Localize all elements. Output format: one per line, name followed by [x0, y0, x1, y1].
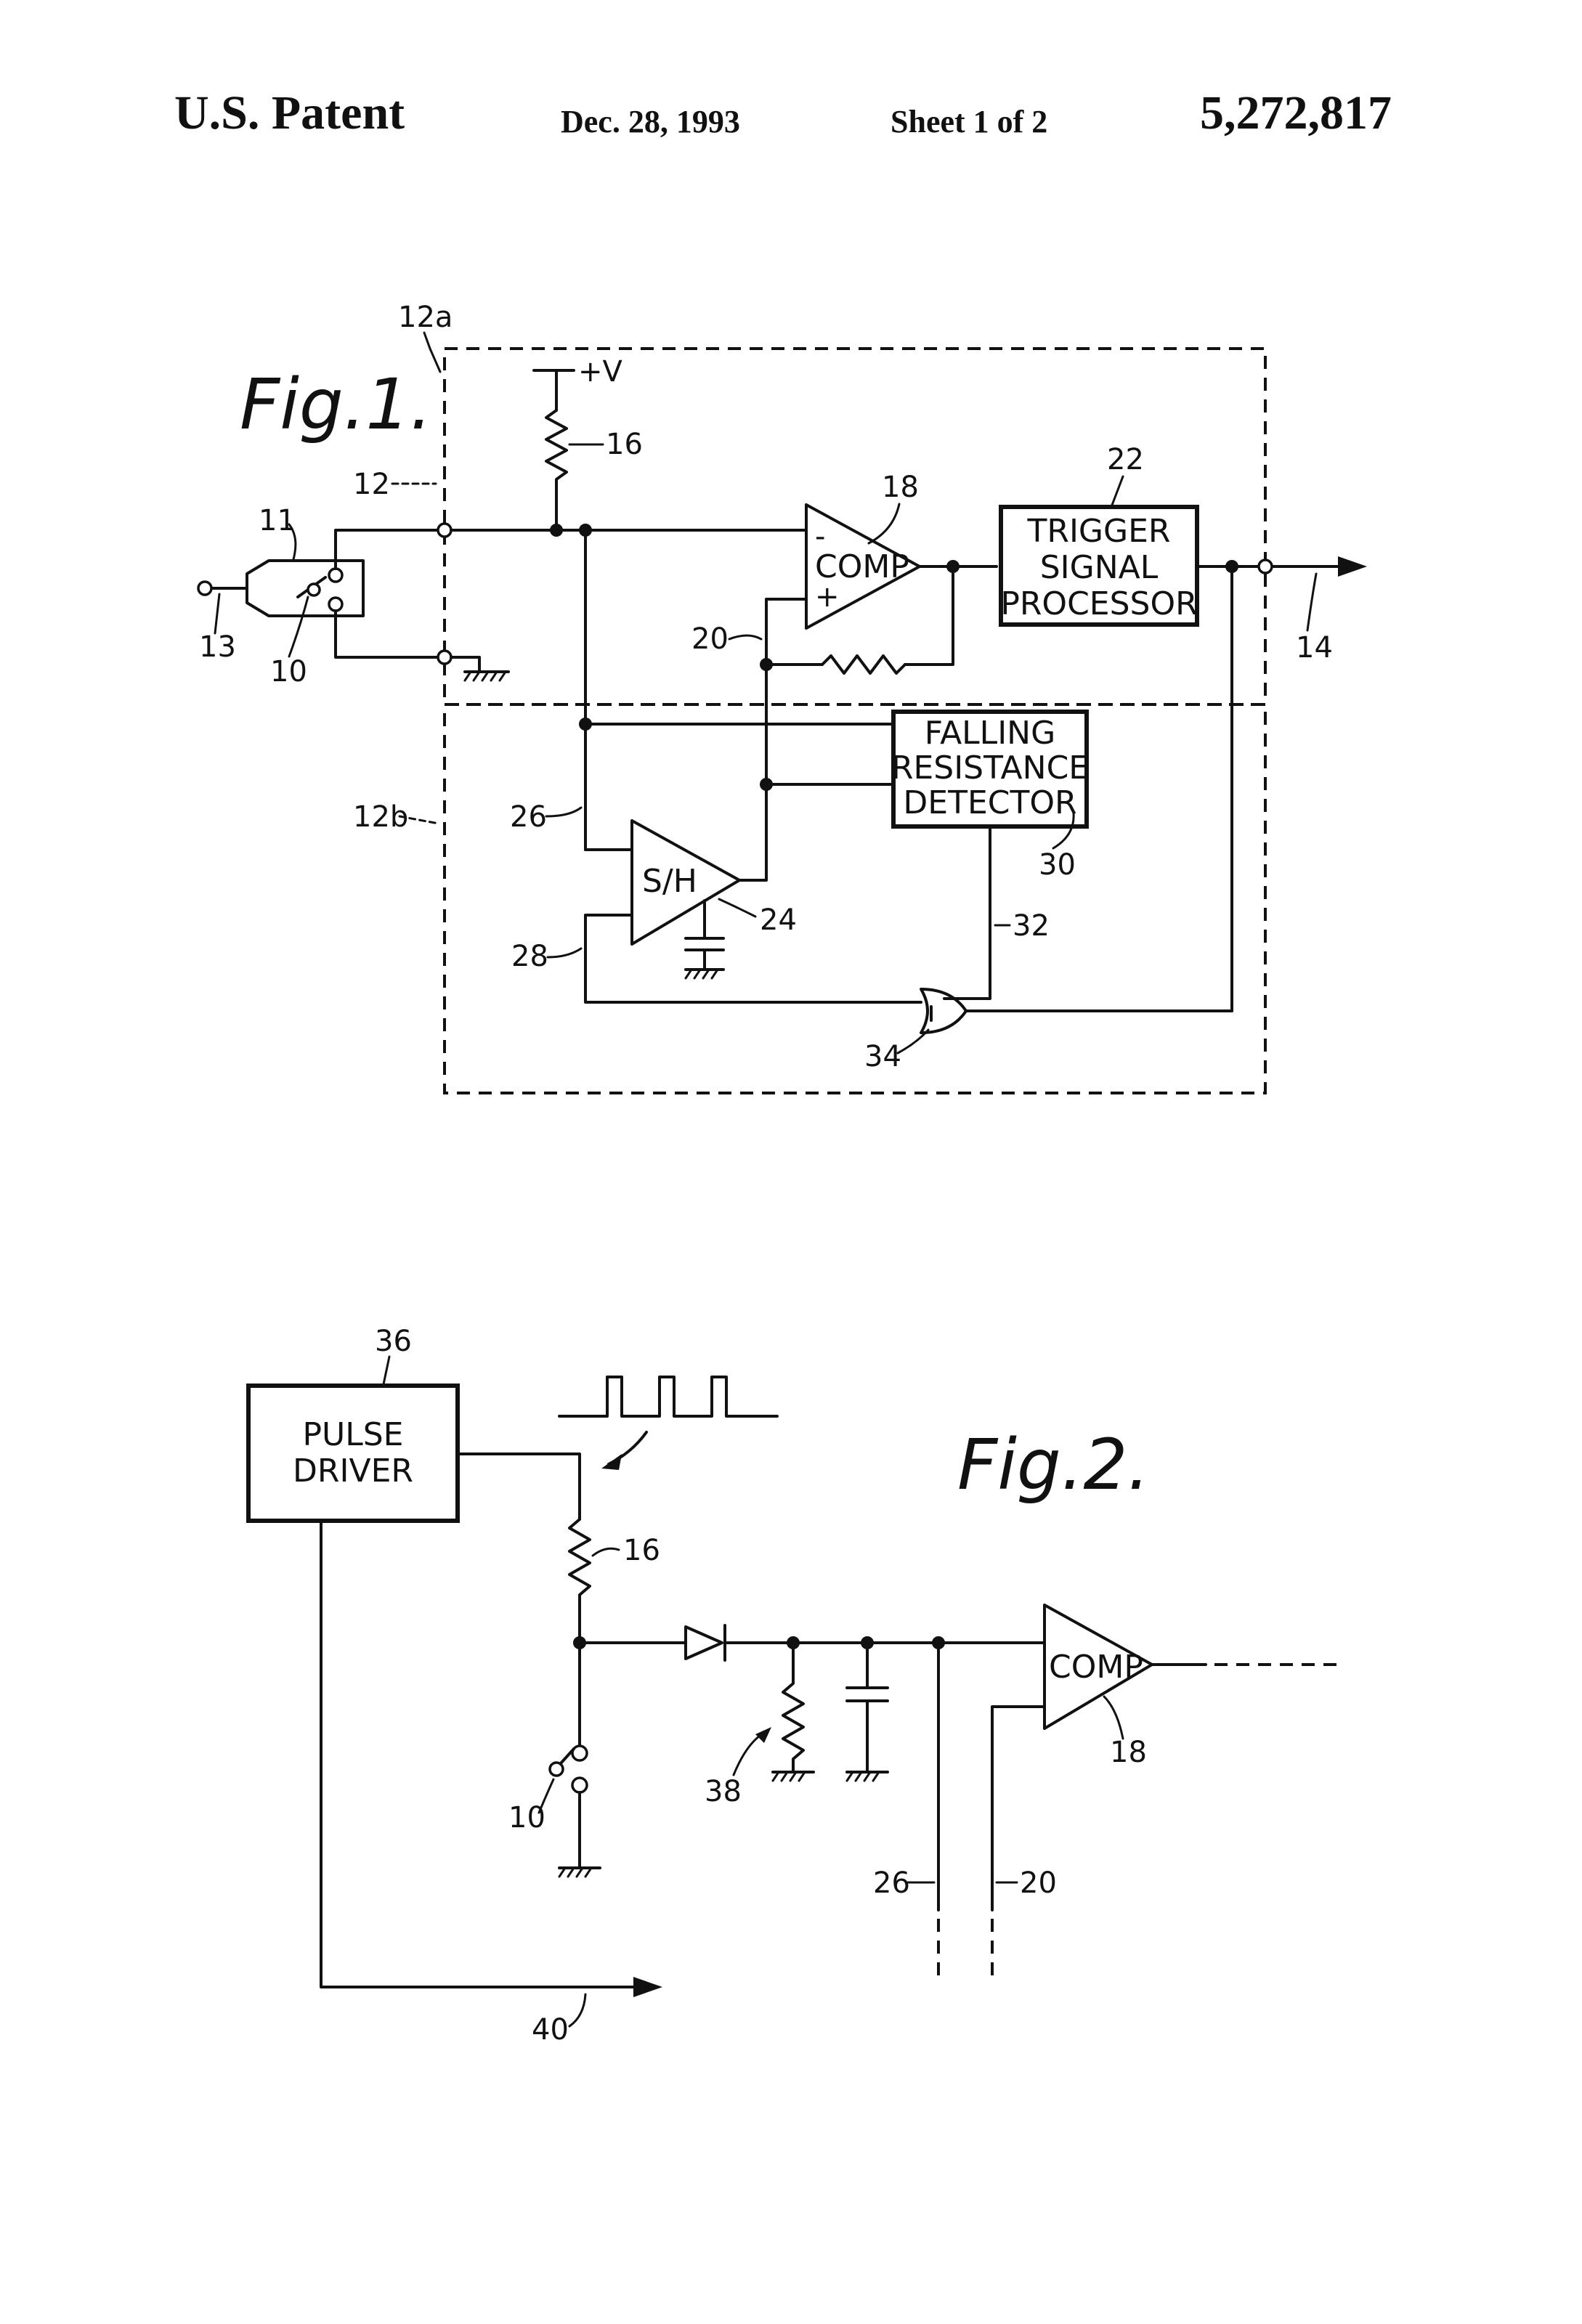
- comp-label: COMP: [815, 548, 909, 585]
- terminal-bottom: [437, 649, 453, 665]
- ref-11: 11: [259, 504, 296, 537]
- ground-symbol: [450, 656, 510, 682]
- figure-2: Fig.2. PULSE DRIVER 36 16 10: [246, 1325, 1336, 2047]
- ref-34: 34: [864, 1040, 901, 1073]
- ref-14: 14: [1296, 631, 1333, 665]
- ref-18-fig2: 18: [1110, 1736, 1147, 1769]
- ref-24: 24: [760, 903, 797, 937]
- diode: [684, 1624, 726, 1662]
- resistor-16: [545, 409, 568, 532]
- comp-minus: -: [815, 520, 825, 553]
- ref-32: 32: [1013, 909, 1050, 943]
- patent-number: 5,272,817: [1200, 86, 1392, 139]
- probe-11: [197, 529, 446, 659]
- ref-12a: 12a: [398, 301, 453, 334]
- ref-22: 22: [1107, 443, 1144, 476]
- feedback-resistor: [821, 654, 906, 675]
- detector-line-2: RESISTANCE: [891, 749, 1089, 787]
- driver-line-2: DRIVER: [293, 1452, 413, 1490]
- sheet-number: Sheet 1 of 2: [891, 104, 1048, 139]
- trigger-signal-processor-22: TRIGGER SIGNAL PROCESSOR: [999, 505, 1199, 627]
- patent-label: U.S. Patent: [174, 86, 405, 139]
- driver-line-1: PULSE: [303, 1416, 404, 1453]
- circuit-block-12b: [443, 703, 1267, 1094]
- capacitor: [845, 1641, 889, 1782]
- figure-1-title: Fig.1.: [240, 364, 432, 445]
- comparator-18-fig2: COMP: [1043, 1604, 1153, 1730]
- ref-10-fig2: 10: [508, 1801, 545, 1835]
- sample-hold-24: S/H: [630, 819, 741, 946]
- trigger-line-1: TRIGGER: [1027, 513, 1171, 550]
- trigger-line-2: SIGNAL: [1040, 549, 1159, 586]
- detector-line-3: DETECTOR: [903, 784, 1076, 821]
- ref-26-fig2: 26: [873, 1866, 910, 1900]
- ref-10: 10: [270, 655, 307, 688]
- ref-18: 18: [882, 471, 919, 504]
- figure-1: Fig.1. +V: [197, 301, 1367, 1094]
- terminal-top: [437, 522, 453, 538]
- resistor-16-fig2: [568, 1518, 591, 1644]
- ref-40: 40: [532, 2013, 569, 2047]
- ref-16-fig2: 16: [623, 1534, 660, 1567]
- figure-2-title: Fig.2.: [957, 1424, 1150, 1506]
- falling-resistance-detector-30: FALLING RESISTANCE DETECTOR: [891, 710, 1089, 829]
- ref-12: 12: [353, 468, 390, 501]
- pulse-driver-36: PULSE DRIVER: [246, 1384, 460, 1523]
- ref-28: 28: [511, 940, 548, 973]
- sh-label: S/H: [642, 863, 697, 900]
- ref-20: 20: [691, 622, 729, 656]
- or-gate-34: [920, 988, 968, 1034]
- ref-20-fig2: 20: [1020, 1866, 1057, 1900]
- comp-label-fig2: COMP: [1049, 1649, 1143, 1686]
- comparator-18: - COMP +: [805, 503, 921, 630]
- output-terminal: [1257, 558, 1273, 574]
- comp-plus: +: [815, 580, 840, 614]
- ref-16: 16: [606, 428, 643, 461]
- supply-label: +V: [578, 355, 623, 389]
- ref-30: 30: [1039, 848, 1076, 882]
- ref-26: 26: [510, 800, 547, 834]
- ref-36: 36: [375, 1325, 412, 1358]
- patent-date: Dec. 28, 1993: [561, 104, 740, 139]
- trigger-line-3: PROCESSOR: [1000, 585, 1197, 622]
- detector-line-1: FALLING: [925, 715, 1055, 752]
- resistor-38: [782, 1641, 805, 1774]
- ref-13: 13: [199, 630, 236, 664]
- pulse-train-waveform: [558, 1376, 779, 1418]
- ref-38: 38: [705, 1775, 742, 1808]
